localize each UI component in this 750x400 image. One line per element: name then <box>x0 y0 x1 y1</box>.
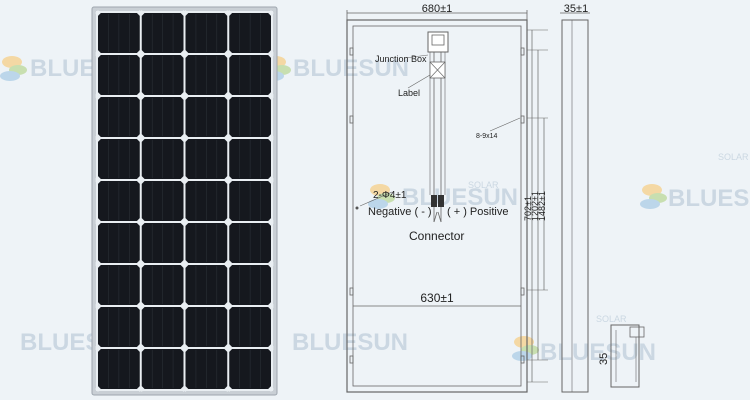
back-view-drawing <box>346 10 548 393</box>
watermark-text: BLUESUN <box>540 339 656 366</box>
cell-corner <box>138 220 145 226</box>
watermark-subtext: SOLAR <box>468 180 499 190</box>
cell-corner <box>95 346 101 352</box>
cell-corner <box>268 136 274 142</box>
connector-label: Connector <box>409 229 464 243</box>
watermark-subtext: SOLAR <box>718 152 749 162</box>
cell-corner <box>138 178 145 184</box>
watermark-6: BLUESUN SOLAR <box>512 314 656 366</box>
connector-positive <box>438 195 444 207</box>
cell-corner <box>182 94 189 100</box>
cell-corner <box>226 346 233 352</box>
watermark-text: BLUESUN <box>292 329 408 356</box>
inner-width-label: 630±1 <box>420 291 454 305</box>
watermark-text: BLUESUN <box>293 55 409 82</box>
solar-panel <box>91 6 278 396</box>
dimension-1202: 1202±1 <box>530 191 540 221</box>
cell-corner <box>138 136 145 142</box>
brand-logo-icon <box>368 184 395 209</box>
hole-size-label: 8-9x14 <box>476 133 498 140</box>
cell-corner <box>226 262 233 268</box>
cell-corner <box>268 386 274 392</box>
cell-corner <box>182 262 189 268</box>
positive-label: ( + ) Positive <box>447 206 508 218</box>
cell-corner <box>268 346 274 352</box>
cell-corner <box>182 136 189 142</box>
cell-corner <box>182 386 189 392</box>
connector-negative <box>431 195 437 207</box>
cell-corner <box>138 386 145 392</box>
watermark-text: BLUESUN <box>402 184 518 211</box>
cell-corner <box>226 94 233 100</box>
cell-corner <box>138 262 145 268</box>
cell-corner <box>182 304 189 310</box>
negative-label: Negative ( - ) <box>368 206 432 218</box>
dimension-1482: 1482±1 <box>537 191 547 221</box>
brand-logo-icon <box>512 336 539 361</box>
cell-corner <box>95 304 101 310</box>
side-frame <box>561 19 589 393</box>
cell-corner <box>138 304 145 310</box>
cell-corner <box>226 386 233 392</box>
cell-corner <box>268 94 274 100</box>
cell-corner <box>138 346 145 352</box>
side-profile <box>560 12 645 393</box>
label-callout: Label <box>398 88 420 98</box>
ground-hole <box>355 206 359 210</box>
cell-corner <box>138 94 145 100</box>
brand-logo-icon <box>640 184 667 209</box>
cell-corner <box>182 346 189 352</box>
cell-corner <box>95 94 101 100</box>
frame-inner-outline <box>352 25 522 387</box>
cell-corner <box>95 386 101 392</box>
cell-corner <box>226 220 233 226</box>
cell-corner <box>182 178 189 184</box>
brand-logo-icon <box>0 56 27 81</box>
junction-box-label: Junction Box <box>375 54 427 64</box>
frame-cross-section <box>610 324 640 388</box>
cell-corner <box>95 136 101 142</box>
cell-corner <box>226 136 233 142</box>
watermark-4: BLUESUN SOLAR <box>640 152 750 212</box>
width-label: 680±1 <box>422 3 453 15</box>
cell-corner <box>268 220 274 226</box>
cell-corner <box>226 178 233 184</box>
watermark-5: BLUESUN <box>292 329 408 356</box>
cell-corner <box>182 220 189 226</box>
watermark-3: BLUESUN SOLAR <box>368 180 518 211</box>
cell-grid <box>95 10 274 392</box>
cell-corner <box>268 304 274 310</box>
side-depth-label: 35 <box>598 353 610 365</box>
mounting-holes <box>349 47 525 364</box>
cell-corner <box>95 220 101 226</box>
cell-corner <box>268 178 274 184</box>
cell-corner <box>95 178 101 184</box>
ground-hole-label: 2-Φ4±1 <box>373 190 407 201</box>
watermark-text: BLUESUN <box>668 185 750 212</box>
watermark-subtext: SOLAR <box>596 314 627 324</box>
depth-label: 35±1 <box>564 3 588 15</box>
frame-outline <box>346 19 528 393</box>
cell-corner <box>95 262 101 268</box>
cell-corner <box>268 262 274 268</box>
dimension-702: 702±1 <box>523 196 533 221</box>
cell-corner <box>226 304 233 310</box>
